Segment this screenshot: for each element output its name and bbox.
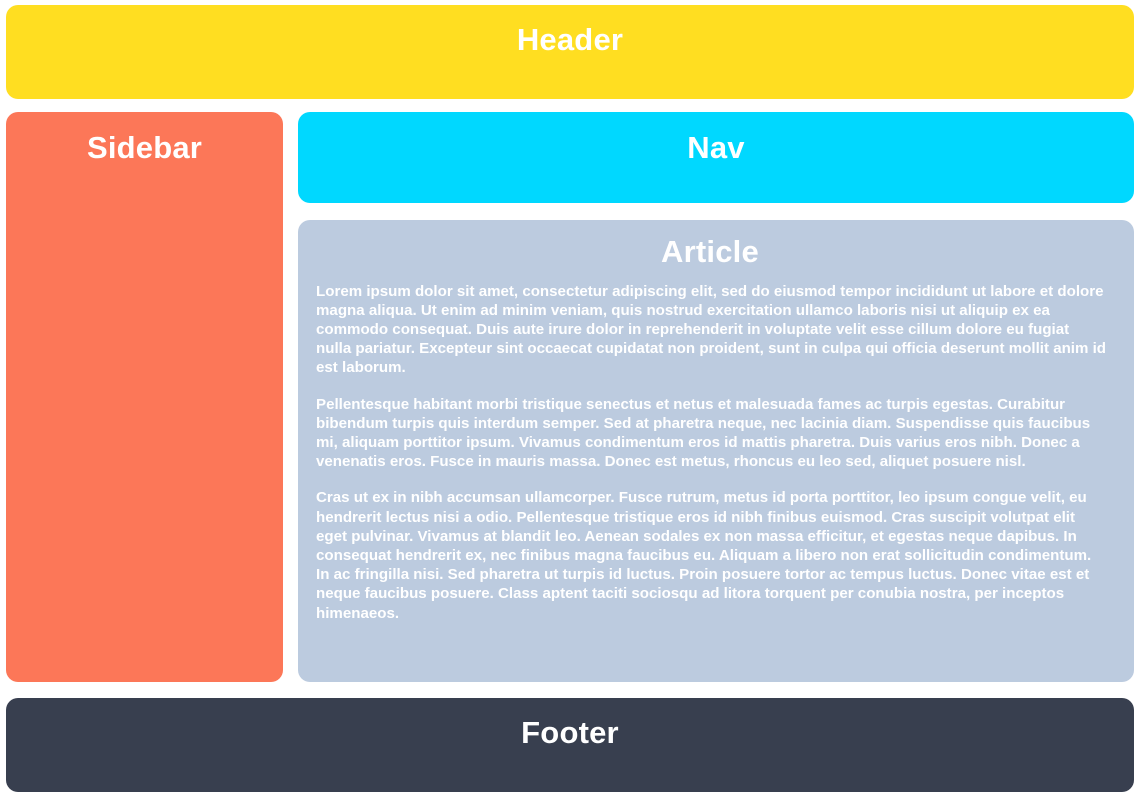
header-title: Header	[516, 22, 624, 57]
nav-title: Nav	[687, 130, 745, 165]
nav-region[interactable]: Nav	[298, 112, 1134, 203]
middle-band: Sidebar Nav Article Lorem ipsum dolor si…	[6, 112, 1134, 682]
article-paragraph: Cras ut ex in nibh accumsan ullamcorper.…	[316, 489, 1092, 622]
article-body: Lorem ipsum dolor sit amet, consectetur …	[312, 282, 1108, 623]
article-paragraph: Lorem ipsum dolor sit amet, consectetur …	[316, 282, 1107, 377]
article-region: Article Lorem ipsum dolor sit amet, cons…	[298, 220, 1134, 682]
footer-title: Footer	[521, 715, 619, 750]
sidebar-region: Sidebar	[6, 112, 283, 682]
header-region: Header	[6, 5, 1134, 99]
sidebar-title: Sidebar	[86, 130, 203, 165]
content-column: Nav Article Lorem ipsum dolor sit amet, …	[298, 112, 1134, 682]
footer-region: Footer	[6, 698, 1134, 792]
article-title: Article	[661, 234, 759, 269]
article-paragraph: Pellentesque habitant morbi tristique se…	[316, 395, 1091, 471]
